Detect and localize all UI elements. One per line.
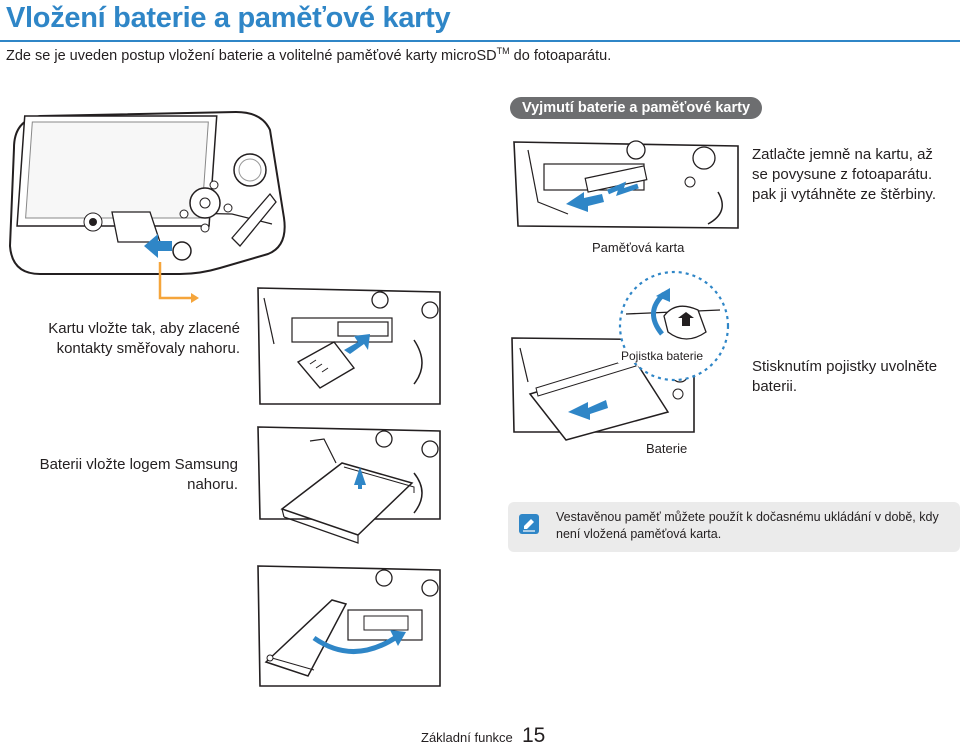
footer-section-label: Základní funkce: [421, 730, 513, 745]
pencil-note-icon: [519, 514, 539, 534]
card-insert-line-1: Kartu vložte tak, aby zlacené: [48, 320, 240, 337]
battery-removal-line-1: Stisknutím pojistky uvolněte: [752, 358, 938, 375]
note-line-1: Vestavěnou paměť můžete použít k dočasné…: [556, 510, 939, 524]
card-removal-instructions: Zatlačte jemně na kartu, až se povysune …: [752, 145, 936, 205]
page-title: Vložení baterie a paměťové karty: [6, 2, 451, 34]
note-box: [508, 502, 960, 552]
page-subtitle: Zde se je uveden postup vložení baterie …: [6, 46, 611, 64]
subtitle-suffix: do fotoaparátu.: [509, 47, 612, 64]
removal-heading: Vyjmutí baterie a paměťové karty: [510, 97, 762, 119]
camera-open-illustration: [8, 110, 286, 275]
battery-removal-line-2: baterii.: [752, 378, 798, 395]
battery-insert-line-1: Baterii vložte logem Samsung: [39, 456, 238, 473]
battery-removal-instructions: Stisknutím pojistky uvolněte baterii.: [752, 357, 937, 397]
step-connector-arrow: [158, 262, 199, 303]
trademark-mark: TM: [496, 46, 510, 56]
card-removal-line-2: se povysune z fotoaparátu.: [752, 166, 933, 183]
battery-insert-illustration: [254, 423, 442, 547]
battery-insert-instructions: Baterii vložte logem Samsung nahoru.: [20, 455, 238, 495]
card-removal-line-1: Zatlačte jemně na kartu, až: [752, 146, 933, 163]
memory-card-label: Paměťová karta: [592, 240, 685, 255]
title-rule: [0, 40, 960, 42]
note-text: Vestavěnou paměť můžete použít k dočasné…: [556, 509, 956, 543]
battery-lock-label: Pojistka baterie: [618, 349, 707, 363]
card-removal-line-3: pak ji vytáhněte ze štěrbiny.: [752, 186, 936, 203]
note-line-2: není vložená paměťová karta.: [556, 527, 722, 541]
card-insert-instructions: Kartu vložte tak, aby zlacené kontakty s…: [20, 319, 240, 359]
battery-insert-line-2: nahoru.: [187, 476, 238, 493]
battery-label: Baterie: [646, 441, 688, 456]
door-close-illustration: [254, 562, 442, 690]
page-number: 15: [522, 724, 546, 747]
card-removal-illustration: [508, 132, 740, 232]
subtitle-text: Zde se je uveden postup vložení baterie …: [6, 47, 497, 64]
card-insert-illustration: [254, 284, 442, 408]
card-insert-line-2: kontakty směřovaly nahoru.: [56, 340, 240, 357]
